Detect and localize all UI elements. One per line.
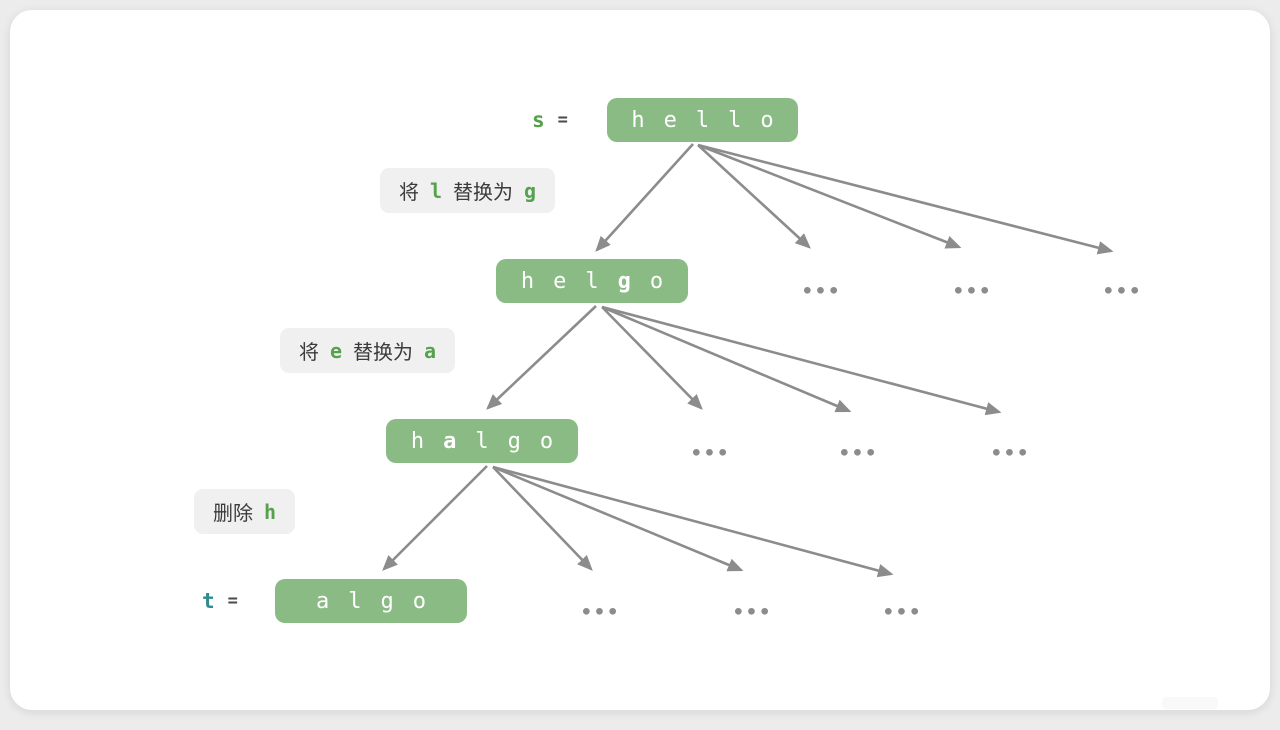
edge-arrow bbox=[601, 305, 1002, 416]
edge-arrow bbox=[595, 143, 694, 252]
ellipsis-node: ••• bbox=[732, 601, 772, 624]
edge-arrow bbox=[601, 305, 852, 413]
letter: o bbox=[760, 107, 774, 133]
assignment-t: t = bbox=[202, 579, 238, 623]
ellipsis-node: ••• bbox=[990, 442, 1030, 465]
letter: l bbox=[585, 268, 599, 294]
edge-arrow bbox=[697, 143, 962, 249]
label-char-a: a bbox=[424, 338, 437, 363]
ellipsis-node: ••• bbox=[882, 601, 922, 624]
label-char-g: g bbox=[524, 178, 537, 203]
label-text: 替换为 bbox=[453, 182, 514, 204]
variable-s-label: s bbox=[532, 108, 545, 132]
ellipsis-node: ••• bbox=[801, 280, 841, 303]
ellipsis-node: ••• bbox=[838, 442, 878, 465]
edge-arrow bbox=[492, 465, 744, 572]
label-text: 替换为 bbox=[353, 342, 414, 364]
letter: a bbox=[316, 588, 330, 614]
letter-changed: a bbox=[443, 428, 457, 454]
letter: h bbox=[520, 268, 535, 294]
operation-label-delete-h: 删除 h bbox=[194, 489, 296, 534]
operation-label-replace-l-with-g: 将 l 替换为 g bbox=[380, 168, 556, 213]
string-node-halgo: h a l g o bbox=[386, 419, 578, 463]
letter: h bbox=[410, 428, 425, 454]
label-char-l: l bbox=[430, 178, 443, 203]
letter: o bbox=[412, 588, 426, 614]
edge-arrow bbox=[492, 466, 593, 571]
letter: l bbox=[348, 588, 362, 614]
letter: l bbox=[728, 107, 742, 133]
ellipsis-node: ••• bbox=[580, 601, 620, 624]
edge-arrow bbox=[382, 465, 488, 571]
letter: e bbox=[553, 268, 567, 294]
variable-t-label: t bbox=[202, 589, 215, 613]
label-text: 将 bbox=[299, 342, 319, 364]
letter: h bbox=[631, 107, 645, 133]
operation-label-replace-e-with-a: 将 e 替换为 a bbox=[280, 328, 456, 373]
edge-arrow bbox=[697, 144, 811, 249]
letter: g bbox=[380, 588, 394, 614]
watermark bbox=[1162, 697, 1218, 709]
ellipsis-node: ••• bbox=[1102, 280, 1142, 303]
ellipsis-node: ••• bbox=[952, 280, 992, 303]
letter: g bbox=[507, 428, 521, 454]
ellipsis-node: ••• bbox=[690, 442, 730, 465]
letter: e bbox=[663, 107, 677, 133]
label-char-h: h bbox=[264, 499, 277, 524]
edge-arrow bbox=[486, 305, 597, 410]
string-node-algo: a l g o bbox=[275, 579, 467, 623]
string-node-hello: h e l l o bbox=[607, 98, 798, 142]
letter: l bbox=[695, 107, 710, 133]
label-text: 将 bbox=[399, 182, 419, 204]
label-text: 删除 bbox=[213, 503, 253, 525]
label-char-e: e bbox=[330, 338, 343, 363]
letter: o bbox=[649, 268, 664, 294]
edge-arrow bbox=[492, 465, 894, 578]
equals-sign: = bbox=[227, 591, 238, 611]
edge-arrow bbox=[697, 143, 1114, 255]
letter: o bbox=[539, 428, 554, 454]
letter-changed: g bbox=[617, 268, 631, 294]
letter: l bbox=[475, 428, 489, 454]
diagram-card: s = h e l l o 将 l 替换为 g h e l g o 将 e 替换… bbox=[10, 10, 1270, 710]
string-node-helgo: h e l g o bbox=[496, 259, 688, 303]
equals-sign: = bbox=[557, 110, 568, 130]
assignment-s: s = bbox=[532, 98, 568, 142]
edge-arrow bbox=[601, 306, 703, 410]
